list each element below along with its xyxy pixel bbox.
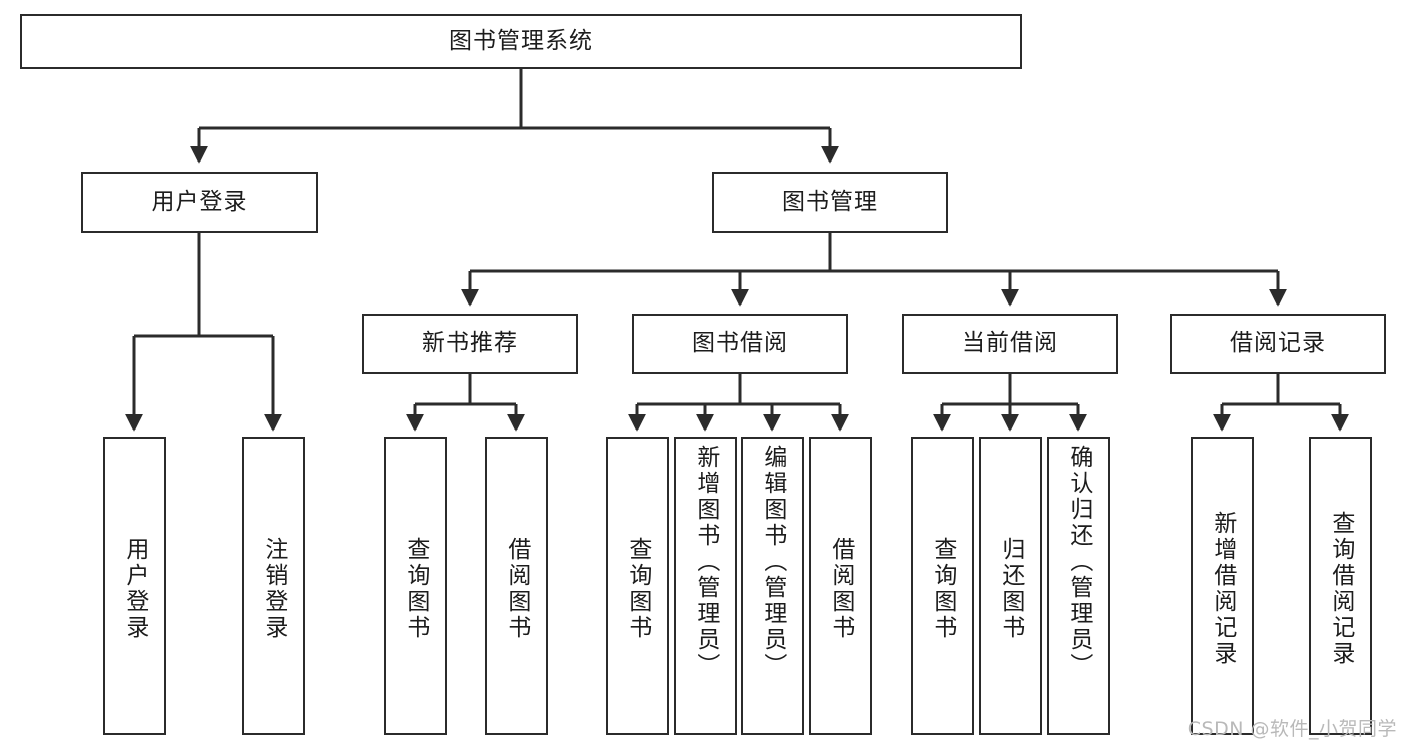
node-label: 查询借阅记录 [1327,511,1354,667]
node-label: 借阅图书 [827,537,854,641]
node-label: 借阅记录 [1230,330,1326,357]
node-label: 用户登录 [151,188,248,215]
leaf-borrow-query-book[interactable]: 查询图书 [606,437,669,735]
node-label: 图书管理 [782,188,878,215]
csdn-watermark: CSDN @软件_小贺同学 [1187,718,1397,740]
leaf-borrow-borrow-book[interactable]: 借阅图书 [809,437,872,735]
leaf-user-login-login[interactable]: 用户登录 [103,437,166,735]
node-label: 图书管理系统 [449,27,593,54]
leaf-borrow-add-book-admin[interactable]: 新增图书（管理员） [674,437,737,735]
leaf-borrow-edit-book-admin[interactable]: 编辑图书（管理员） [741,437,804,735]
node-label: 查询图书 [929,537,956,641]
node-label: 用户登录 [121,537,148,641]
node-current-borrow[interactable]: 当前借阅 [902,314,1118,374]
node-label: 注销登录 [260,537,287,641]
leaf-records-query-record[interactable]: 查询借阅记录 [1309,437,1372,735]
node-label: 确认归还（管理员） [1065,445,1092,679]
node-label: 新增图书（管理员） [692,445,719,679]
leaf-current-confirm-return-admin[interactable]: 确认归还（管理员） [1047,437,1110,735]
node-label: 归还图书 [997,537,1024,641]
node-label: 当前借阅 [962,330,1058,357]
node-label: 查询图书 [624,537,651,641]
node-label: 新书推荐 [422,330,518,357]
leaf-user-login-logout[interactable]: 注销登录 [242,437,305,735]
node-user-login[interactable]: 用户登录 [81,172,318,233]
leaf-recommend-borrow-book[interactable]: 借阅图书 [485,437,548,735]
node-root-system[interactable]: 图书管理系统 [20,14,1022,69]
node-label: 查询图书 [402,537,429,641]
leaf-records-add-record[interactable]: 新增借阅记录 [1191,437,1254,735]
node-book-management[interactable]: 图书管理 [712,172,948,233]
node-book-borrow[interactable]: 图书借阅 [632,314,848,374]
node-new-book-recommend[interactable]: 新书推荐 [362,314,578,374]
node-borrow-records[interactable]: 借阅记录 [1170,314,1386,374]
leaf-recommend-query-book[interactable]: 查询图书 [384,437,447,735]
node-label: 新增借阅记录 [1209,511,1236,667]
node-label: 图书借阅 [692,330,788,357]
leaf-current-query-book[interactable]: 查询图书 [911,437,974,735]
node-label: 借阅图书 [503,537,530,641]
node-label: 编辑图书（管理员） [759,445,786,679]
leaf-current-return-book[interactable]: 归还图书 [979,437,1042,735]
